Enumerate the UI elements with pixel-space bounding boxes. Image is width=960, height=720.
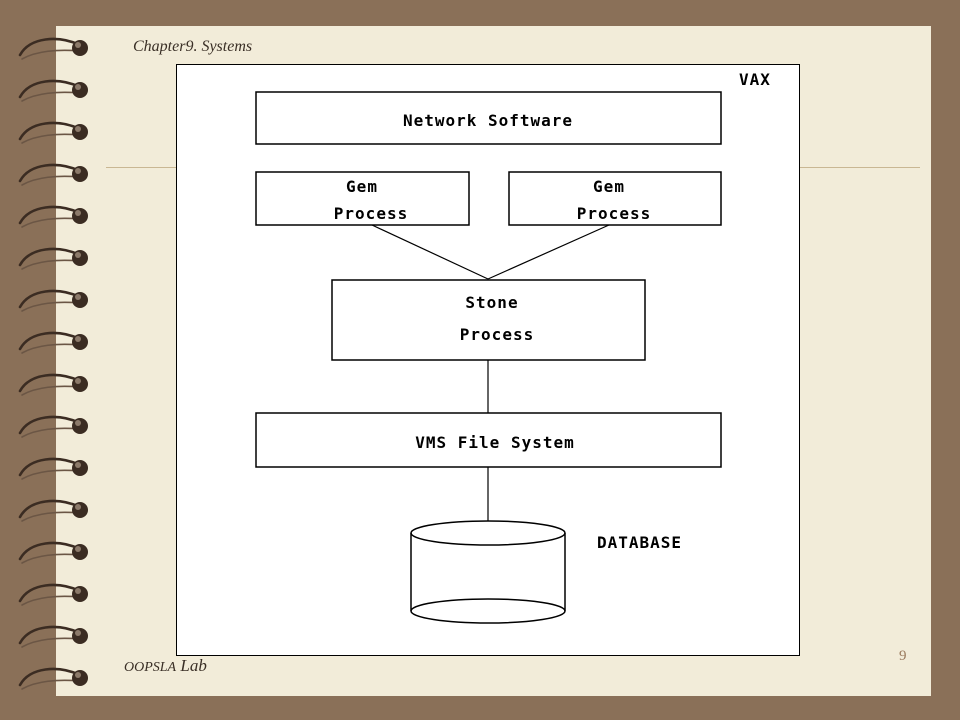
binding-coil-icon [18, 579, 90, 609]
header-rule-right [800, 167, 920, 168]
gem-right-connector [487, 224, 610, 280]
binding-coil-icon [18, 243, 90, 273]
gem-process-left-line1: Gem [346, 177, 378, 196]
binding-coil-icon [18, 537, 90, 567]
gem-process-right-box [508, 171, 722, 226]
footer-lab: Lab [180, 656, 207, 675]
vax-label: VAX [739, 70, 771, 89]
slide-footer: OOPSLA Lab [124, 656, 207, 676]
database-label: DATABASE [597, 533, 682, 552]
binding-coil-icon [18, 411, 90, 441]
gem-process-right-line2: Process [577, 204, 651, 223]
footer-org: OOPSLA [124, 660, 177, 675]
stone-process-line2: Process [460, 325, 534, 344]
slide-header-title: Chapter9. Systems [133, 38, 253, 55]
binding-coil-icon [18, 33, 90, 63]
binding-coil-icon [18, 201, 90, 231]
gem-process-left-box [255, 171, 470, 226]
gem-left-connector [371, 224, 489, 280]
binding-coil-icon [18, 495, 90, 525]
header-rule-left [106, 167, 178, 168]
binding-coil-icon [18, 663, 90, 693]
binding-coil-icon [18, 285, 90, 315]
gem-process-left-line2: Process [334, 204, 408, 223]
binding-coil-icon [18, 369, 90, 399]
stone-process-box [331, 279, 646, 361]
vax-architecture-diagram: VAX Network Software Gem Process Gem Pro… [176, 64, 800, 656]
binding-coil-icon [18, 621, 90, 651]
diagram-canvas: VAX Network Software Gem Process Gem Pro… [255, 70, 771, 624]
binding-coil-icon [18, 159, 90, 189]
stone-process-line1: Stone [465, 293, 518, 312]
binding-coil-icon [18, 75, 90, 105]
network-software-label: Network Software [403, 111, 573, 130]
binding-coil-icon [18, 117, 90, 147]
network-software-box [255, 91, 722, 145]
binding-coil-icon [18, 327, 90, 357]
database-cylinder-icon [410, 520, 566, 624]
vms-file-system-label: VMS File System [415, 433, 575, 452]
page-number: 9 [899, 648, 907, 664]
binding-coil-icon [18, 453, 90, 483]
gem-process-right-line1: Gem [593, 177, 625, 196]
